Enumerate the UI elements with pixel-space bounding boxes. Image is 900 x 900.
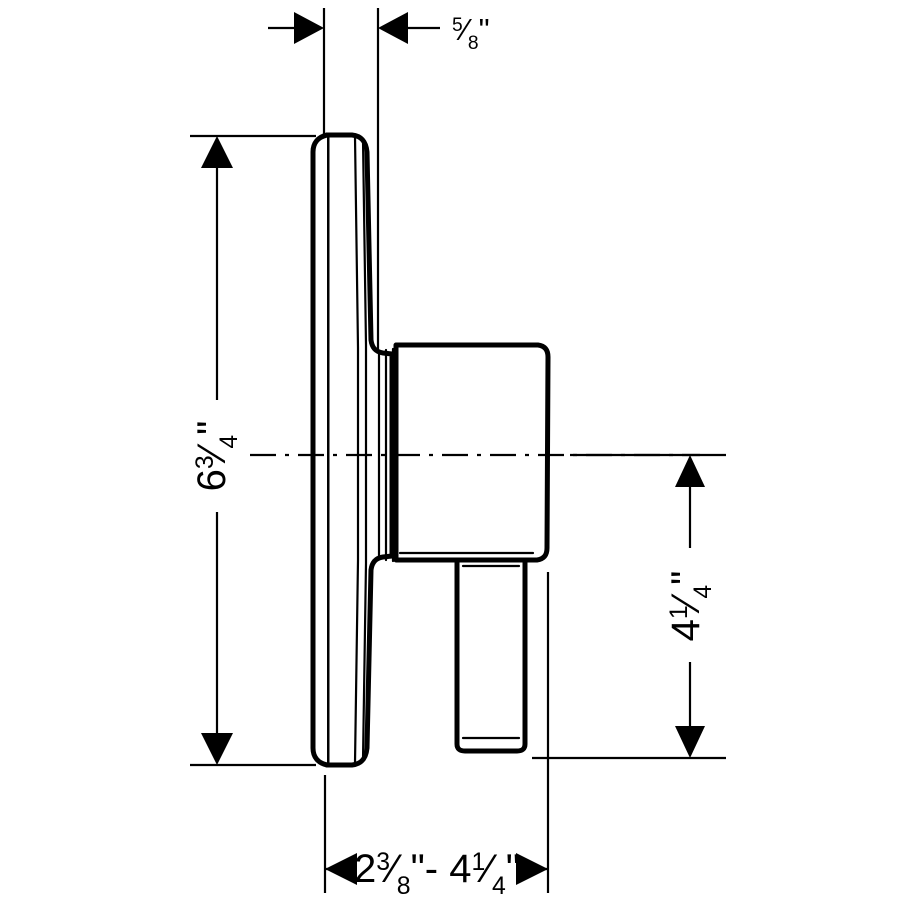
- min-frac-denominator: 8: [397, 873, 411, 900]
- dim-label-plate-thickness: 5⁄8": [452, 12, 490, 54]
- max-inch-mark: ": [506, 847, 520, 891]
- arrow-head-right-pointing: [294, 12, 324, 44]
- frac-numerator: 3: [192, 455, 219, 469]
- product-outline-group: [310, 132, 551, 768]
- lever-handle-outline: [454, 557, 528, 754]
- frac-denominator: 8: [468, 33, 479, 54]
- frac-denominator: 4: [690, 585, 717, 599]
- arrow-head-left-projection: [325, 853, 357, 885]
- arrow-head-up-drop: [675, 455, 705, 487]
- min-inch-mark: ": [411, 847, 425, 891]
- frac-numerator: 1: [666, 605, 693, 619]
- escutcheon-left-edge: [310, 132, 330, 768]
- arrow-head-up-height: [201, 136, 233, 168]
- escutcheon-plate-outline: [324, 132, 395, 768]
- arrow-head-down-drop: [675, 726, 705, 758]
- dim-label-escutcheon-height: 63⁄4": [190, 421, 243, 492]
- frac-denominator: 4: [216, 435, 243, 449]
- whole-number: 4: [664, 619, 708, 641]
- arrow-head-left-pointing: [378, 12, 408, 44]
- handle-body-outline: [393, 342, 551, 563]
- dimension-projection-range: 23⁄8"- 41⁄4": [323, 572, 550, 900]
- inch-mark: ": [190, 421, 234, 435]
- min-whole-number: 2: [354, 847, 376, 891]
- arrow-head-down-height: [201, 733, 233, 765]
- dimension-escutcheon-height: 63⁄4": [190, 134, 316, 767]
- frac-numerator: 5: [452, 15, 463, 36]
- range-separator: -: [425, 847, 449, 891]
- dimension-plate-thickness: 5⁄8": [268, 8, 490, 352]
- inch-mark: ": [479, 12, 490, 47]
- whole-number: 6: [190, 469, 234, 491]
- max-whole-number: 4: [449, 847, 471, 891]
- max-frac-numerator: 1: [471, 849, 485, 876]
- max-frac-denominator: 4: [492, 873, 506, 900]
- arrow-head-right-projection: [516, 853, 548, 885]
- dimension-handle-drop: 41⁄4": [532, 453, 726, 760]
- inch-mark: ": [664, 571, 708, 585]
- dim-label-handle-drop: 41⁄4": [664, 571, 717, 642]
- min-frac-numerator: 3: [376, 849, 390, 876]
- dim-label-projection-range: 23⁄8"- 41⁄4": [354, 847, 520, 900]
